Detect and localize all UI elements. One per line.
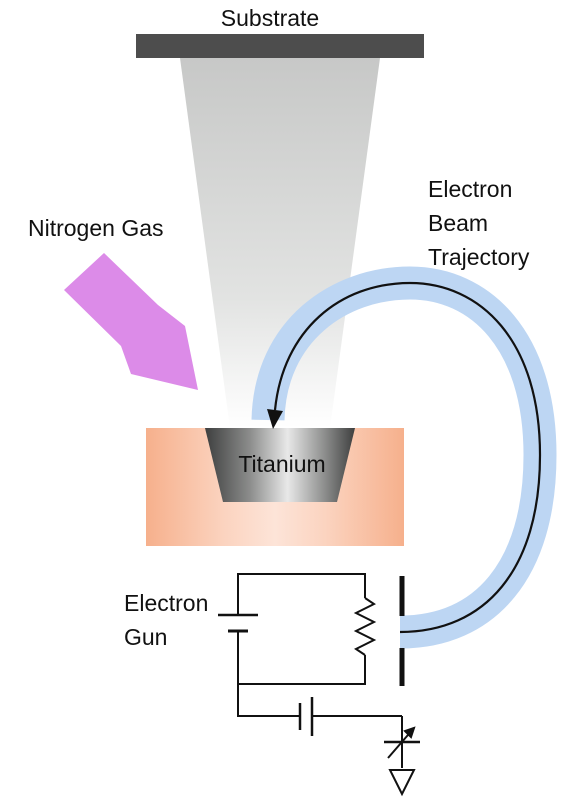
electron-beam-trajectory-line: [273, 281, 542, 634]
filament-resistor: [353, 597, 377, 656]
circuit-wire-mid: [237, 631, 366, 685]
electron-gun-circuit: [218, 573, 420, 797]
nitrogen-gas-arrow: [64, 253, 198, 390]
nitrogen-gas-label: Nitrogen Gas: [28, 215, 164, 241]
titanium-charge: [205, 428, 355, 502]
titanium-label: Titanium: [238, 451, 325, 477]
circuit-wire-top: [237, 573, 366, 615]
ground-symbol: [388, 769, 416, 797]
substrate-plate: [136, 34, 424, 58]
vapor-plume: [180, 58, 380, 428]
electron-gun-label-line2: Gun: [124, 624, 167, 650]
variable-arrow-head: [403, 726, 416, 739]
beam-arrow-head: [267, 409, 283, 429]
electron-gun-label-line1: Electron: [124, 590, 208, 616]
substrate-label: Substrate: [221, 5, 319, 31]
electron-beam-label-line2: Beam: [428, 210, 488, 236]
circuit-wire-bottom: [237, 684, 300, 717]
electron-beam-label-line1: Electron: [428, 176, 512, 202]
electron-beam-label-line3: Trajectory: [428, 244, 530, 270]
